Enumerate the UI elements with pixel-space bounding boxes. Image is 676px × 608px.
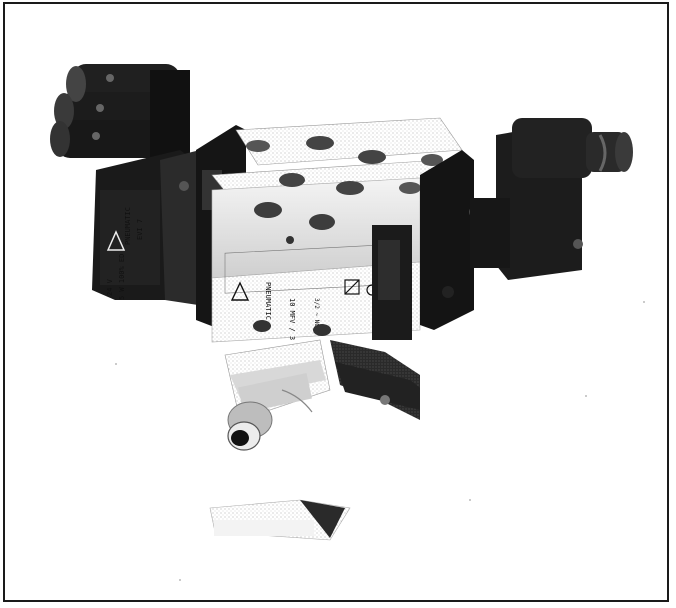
- body-brand-label: PNEUMATIC: [264, 282, 272, 320]
- body-code-label: 3/2 ~ NC ~: [313, 298, 320, 335]
- left-coil-plugs: [50, 64, 190, 170]
- left-coil-body: PNEUMATIC EVI 7 24 V 5 W 100% ED: [92, 150, 210, 305]
- warning-triangle-icon: [106, 230, 126, 251]
- coil-code-label: EVI 7: [136, 219, 144, 240]
- coil-serial-label: 5 W 100% ED: [118, 254, 126, 300]
- coil-brand-label: PNEUMATIC: [124, 207, 132, 245]
- scan-noise: [115, 301, 645, 581]
- push-fitting: [224, 339, 331, 451]
- valve-manifold: PNEUMATIC 10 MFV / 3 Ro 3/2 ~ NC ~: [211, 117, 463, 353]
- coil-rating-label: 24 V: [106, 278, 114, 296]
- warning-triangle-icon: [230, 281, 250, 301]
- base-block: [209, 499, 351, 541]
- right-coil: [470, 118, 633, 280]
- body-model-label: 10 MFV / 3 Ro: [288, 298, 296, 353]
- mounting-bracket: [330, 340, 420, 420]
- right-end-plate: [372, 150, 491, 340]
